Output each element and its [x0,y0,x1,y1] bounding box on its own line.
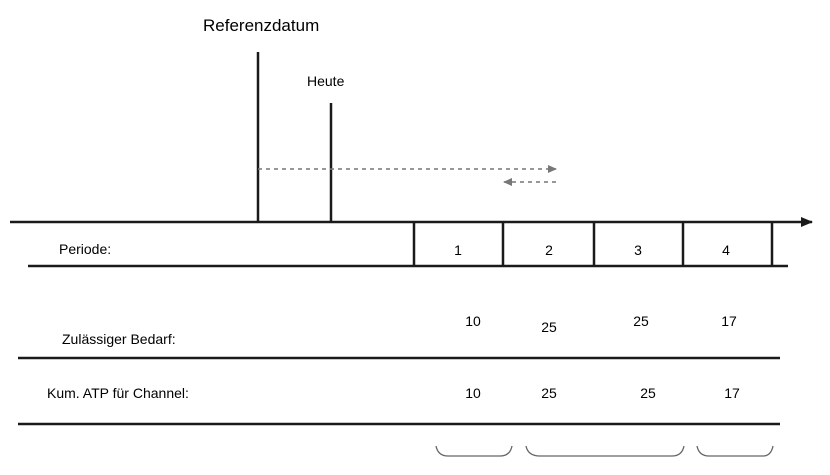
referenzdatum-label: Referenzdatum [203,16,320,35]
group-brace-periods-2-3 [525,445,685,457]
periode-label: Periode: [59,241,112,257]
heute-label: Heute [307,73,345,89]
atp-value: 25 [541,385,557,401]
period-number: 4 [722,242,730,258]
kum-atp-label: Kum. ATP für Channel: [47,385,189,401]
period-number: 1 [454,242,462,258]
bedarf-value: 10 [465,313,481,329]
period-number: 2 [545,242,553,258]
period-number: 3 [634,242,642,258]
bedarf-value: 25 [633,313,649,329]
bedarf-value: 25 [541,319,557,335]
atp-value: 17 [724,385,740,401]
bedarf-value: 17 [721,313,737,329]
atp-value: 10 [465,385,481,401]
group-brace-period-4 [696,445,774,457]
zulaessiger-bedarf-label: Zulässiger Bedarf: [62,331,176,347]
group-brace-period-1 [435,445,513,457]
atp-value: 25 [640,385,656,401]
